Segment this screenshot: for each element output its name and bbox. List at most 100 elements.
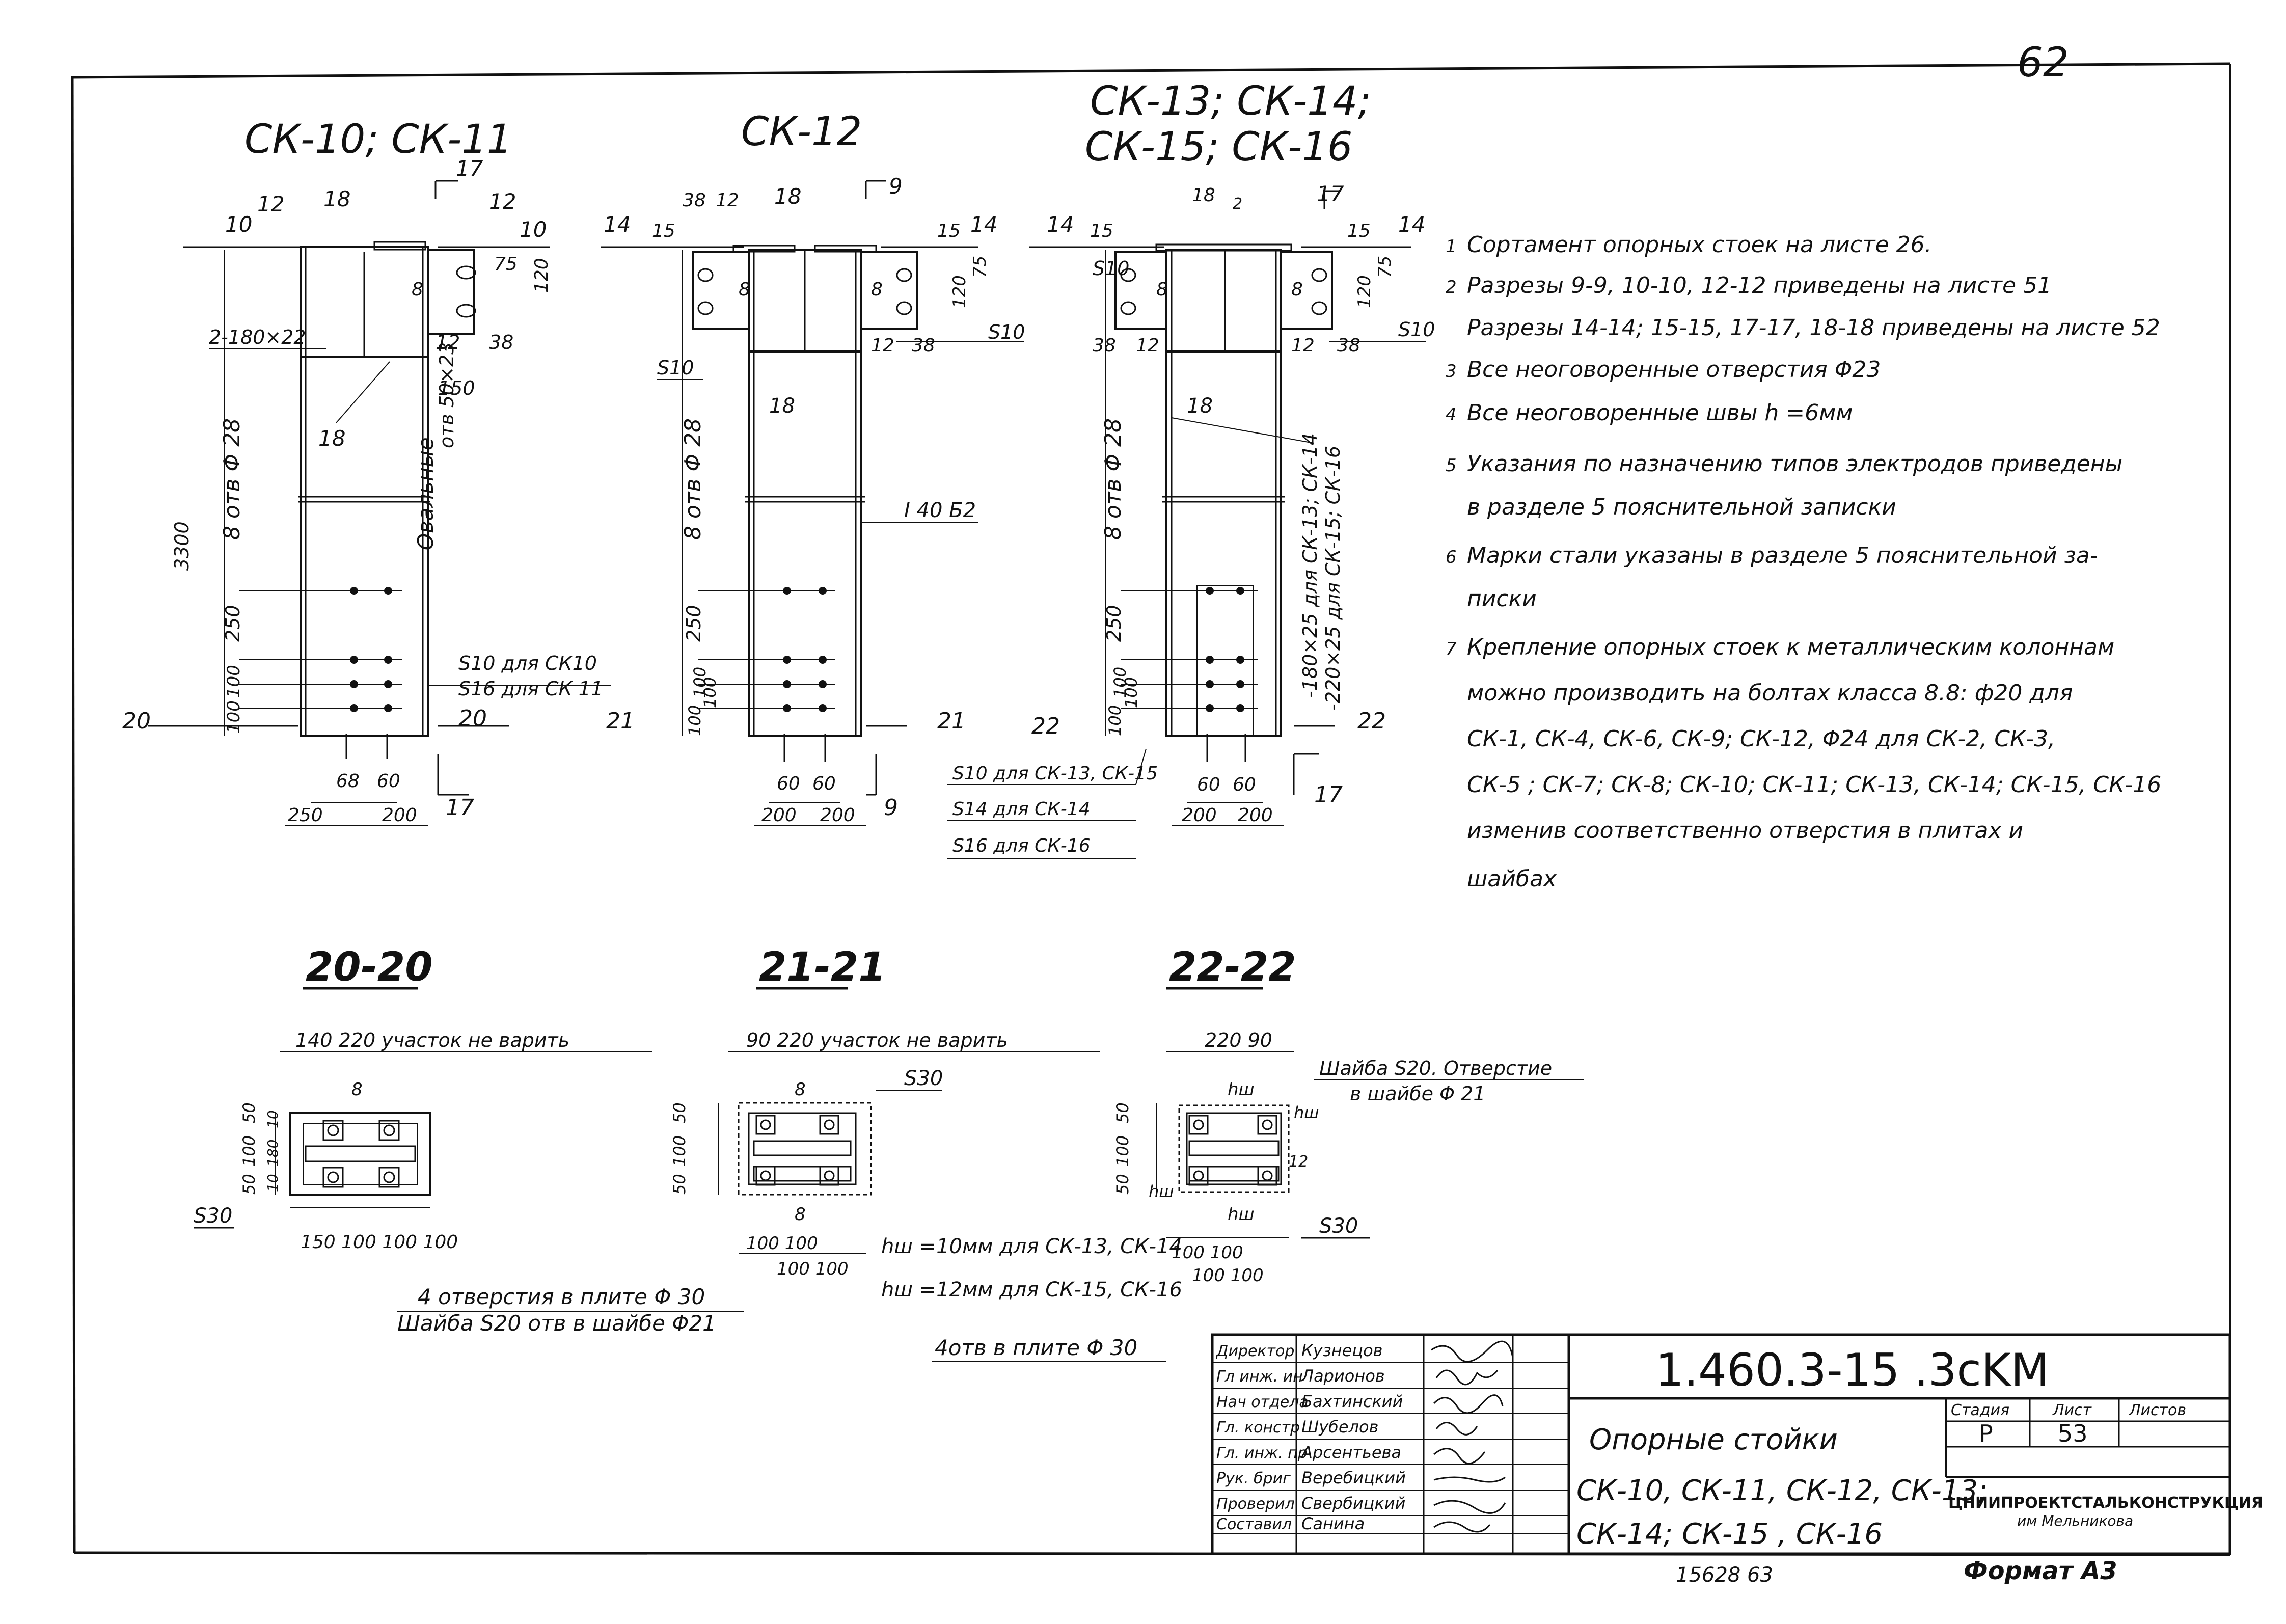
tb-stage-label: Стадия	[1951, 1401, 2009, 1419]
tb-role-1: Директор	[1215, 1342, 1294, 1360]
ck10-dim-12: 12	[436, 331, 460, 354]
ck13-bot-60a: 60	[1197, 774, 1220, 795]
ck12-s10-right: S10	[988, 321, 1025, 343]
ck13-dim-38-left: 38	[1093, 335, 1116, 356]
section-20-20: 20-20 140 220 участок не варить S30 150 …	[194, 944, 652, 1253]
ck12-dim-top-7: 15	[937, 221, 961, 241]
tb-name-4: Шубелов	[1301, 1417, 1378, 1437]
ck13-dim-top-3: 18	[1192, 185, 1215, 206]
ck10-holes-note: отв 50×23	[436, 342, 458, 448]
ck13-section-22-left: 22	[1031, 713, 1060, 739]
ck13-dim-top-5: 17	[1317, 181, 1344, 206]
ck10-dim-top-5: 12	[489, 189, 516, 214]
section-20-dim-left-1: 50	[239, 1102, 259, 1123]
ck12-dim-8-left: 8	[739, 279, 750, 300]
section-22-hw-bottom: hш	[1228, 1204, 1255, 1225]
ck10-dim-top-2: 12	[257, 192, 284, 216]
section-21-s30: S30	[904, 1067, 943, 1090]
tb-title-line1: Опорные стойки	[1589, 1423, 1838, 1456]
note-line-8: Марки стали указаны в разделе 5 поясните…	[1467, 543, 2098, 569]
ck12-section-21-left: 21	[606, 708, 635, 734]
section-22-dim-12: 12	[1289, 1153, 1308, 1171]
section-21-21: 21-21 90 220 участок не варить S30 8 8 5…	[670, 944, 1100, 1279]
tb-sheet-label: Лист	[2052, 1401, 2092, 1419]
view-ck13: 14 15 18 2 17 15 14 75 120 S10 S10 38 12…	[947, 181, 1435, 859]
ck10-dim-3300: 3300	[171, 521, 193, 571]
ck12-section-9: 9	[884, 795, 898, 821]
ck13-bot-200b: 200	[1238, 805, 1273, 826]
note-line-12: СК-1, СК-4, СК-6, СК-9; СК-12, Φ24 для С…	[1467, 726, 2055, 752]
section-22-s30: S30	[1319, 1214, 1358, 1238]
section-22-washer-line1: Шайба S20. Отверстие	[1319, 1057, 1552, 1079]
ck10-dim-100b: 100	[224, 700, 244, 734]
note-line-10: Крепление опорных стоек к металлическим …	[1467, 634, 2114, 660]
note-number-4: 4	[1446, 404, 1457, 425]
holes-note-line1: 4 отверстия в плите Φ 30	[418, 1284, 705, 1309]
note-line-1: Сортамент опорных стоек на листе 26.	[1467, 232, 1932, 258]
ck12-dim-100b: 100	[700, 677, 720, 708]
ck13-dim-12-left: 12	[1136, 335, 1159, 356]
note-line-7: в разделе 5 пояснительной записки	[1467, 494, 1896, 520]
title-block: Директор Гл инж. ин Нач отдела Гл. конст…	[1211, 1333, 2263, 1555]
ck10-section-20-left: 20	[122, 708, 151, 734]
tb-role-2: Гл инж. ин	[1216, 1368, 1303, 1386]
tb-title-line2: СК-10, СК-11, СК-12, СК-13;	[1576, 1474, 1988, 1507]
section-20-dim-left-3: 50	[239, 1174, 259, 1195]
ck13-dim-8-left: 8	[1156, 279, 1168, 300]
section-21-title: 21-21	[759, 944, 886, 990]
ck12-dim-top-8: 14	[970, 212, 997, 237]
section-22-bottom-1: 100 100	[1172, 1242, 1243, 1263]
section-21-bottom-2: 100 100	[777, 1259, 849, 1279]
section-20-title: 20-20	[306, 944, 432, 990]
ck13-dim-top-4: 2	[1233, 195, 1242, 213]
ck13-dim-38-right: 38	[1337, 335, 1360, 356]
section-21-bottom-1: 100 100	[746, 1233, 818, 1254]
note-number-3: 3	[1446, 361, 1457, 382]
ck10-dim-38: 38	[489, 331, 513, 354]
ck10-dim-75: 75	[494, 254, 518, 275]
sheet-frame	[71, 62, 2231, 1556]
note-line-9: писки	[1467, 586, 1537, 612]
signatures	[1431, 1340, 1514, 1533]
ck12-section-21-right: 21	[937, 708, 966, 734]
ck12-dim-top-4: 12	[716, 190, 739, 211]
note-line-4: Все неоговоренные отверстия Φ23	[1467, 357, 1881, 383]
view-ck10: 10 12 18 17 12 10 75 120 2-180×22 12 38 …	[122, 156, 611, 826]
section-22-bottom-2: 100 100	[1192, 1265, 1264, 1286]
ck12-dim-250: 250	[683, 605, 705, 642]
ck12-bot-200b: 200	[820, 805, 855, 826]
section-21-dim-8-bottom: 8	[795, 1204, 806, 1225]
section-22-washer-line2: в шайбе Φ 21	[1350, 1082, 1485, 1105]
note-line-5: Все неоговоренные швы h =6мм	[1467, 400, 1853, 426]
ck10-section-17: 17	[446, 795, 474, 821]
ck10-s10: S10 для СК10	[458, 652, 597, 674]
ck13-section-22-right: 22	[1357, 708, 1386, 734]
ck10-bot-200: 200	[382, 805, 417, 826]
ck12-s10-left: S10	[657, 357, 694, 379]
ck12-dim-100c: 100	[685, 705, 704, 736]
ck10-oval-label: Овальные	[413, 437, 438, 550]
ck12-dim-75: 75	[970, 256, 990, 278]
ck10-plate: 2-180×22	[209, 326, 306, 348]
ck13-dim-top-7: 14	[1398, 212, 1425, 237]
ck12-dim-120: 120	[949, 275, 970, 308]
tb-name-3: Бахтинский	[1301, 1392, 1403, 1411]
note-number-6: 6	[1446, 547, 1457, 567]
tb-role-3: Нач отдела	[1216, 1393, 1309, 1411]
ck13-s10-right: S10	[1398, 318, 1435, 341]
note-line-3: Разрезы 14-14; 15-15, 17-17, 18-18 приве…	[1467, 315, 2160, 341]
section-22-22: 22-22 220 90 Шайба S20. Отверстие в шайб…	[1113, 944, 1584, 1286]
ck10-holes-28: 8 отв Φ 28	[219, 418, 245, 540]
tb-role-7: Проверил	[1216, 1495, 1295, 1513]
inventory-number: 15628 63	[1676, 1563, 1773, 1587]
ck13-dim-top-1: 14	[1047, 212, 1074, 237]
section-20-dim-inner-3: 10	[264, 1174, 281, 1192]
ck13-dim-100b: 100	[1122, 677, 1141, 708]
ck13-plate-2: -220×25 для СК-15; СК-16	[1322, 446, 1344, 711]
tb-name-6: Веребицкий	[1301, 1468, 1406, 1487]
ck13-section-17: 17	[1314, 782, 1343, 808]
tb-doc-code: 1.460.3-15 .3cKM	[1655, 1344, 2050, 1396]
ck10-bot-68: 68	[336, 771, 360, 792]
note-line-11: можно производить на болтах класса 8.8: …	[1467, 680, 2073, 706]
ck12-dim-top-3: 38	[683, 190, 706, 211]
